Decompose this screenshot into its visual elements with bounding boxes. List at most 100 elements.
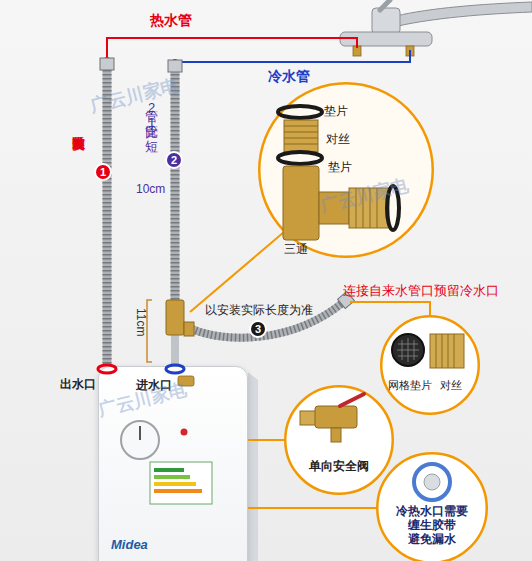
energy-bar: [154, 468, 184, 472]
node-circle: [381, 316, 479, 414]
hose-3: [192, 300, 346, 338]
part-label: 单向安全阀: [284, 459, 394, 473]
node-outline: [94, 163, 112, 181]
hose-1: [103, 70, 112, 366]
thread-lines: [284, 126, 318, 144]
energy-label: [150, 462, 212, 504]
zoom-circle: 垫片对丝垫片三通: [258, 82, 434, 258]
valve-lever: [340, 394, 364, 406]
hose-1-braid: [103, 70, 112, 366]
node-outline: [249, 320, 267, 338]
indicator-light: [181, 429, 188, 436]
length-note: 管2比管1短: [143, 100, 159, 130]
callout-number: 3: [249, 320, 267, 338]
hose-1-nut: [100, 58, 114, 70]
node-circle: [259, 83, 433, 257]
node-circle: [250, 321, 266, 337]
nipple: [284, 120, 318, 152]
hot-water-line: [107, 38, 357, 60]
dial-pointer: [139, 426, 141, 440]
dimension-label: 11cm: [134, 308, 148, 336]
washer: [278, 106, 322, 118]
leader-line: [190, 232, 284, 312]
faucet-hot-inlet: [353, 46, 361, 56]
leader-line: [350, 302, 430, 315]
connection-note: 连接自来水管口预留冷水口: [343, 283, 499, 299]
tee-branch: [184, 322, 194, 336]
part-label: 冷热水口需要 缠生胶带 避免漏水: [392, 504, 472, 546]
washer: [278, 152, 322, 164]
dimension-bracket: [147, 300, 152, 362]
energy-bar: [154, 489, 202, 493]
watermark: 广云川家电: [96, 378, 189, 421]
hose-3-braid: [192, 300, 346, 338]
pipe-label: 冷水管: [268, 68, 310, 85]
node-circle: [377, 453, 487, 561]
safety-valve-small: [178, 376, 194, 386]
pipe-label: 热水管: [150, 12, 192, 29]
node-outline: [258, 82, 434, 258]
part-label: 三通: [284, 242, 308, 256]
node-outline: [376, 452, 488, 561]
part-label: 对丝: [440, 379, 462, 392]
port-label: 进水口: [136, 378, 172, 392]
energy-bar: [154, 475, 190, 479]
side-nipple: [349, 188, 389, 228]
hot-line-dot: [104, 57, 110, 63]
hose-2: [171, 70, 180, 300]
thread-lines: [436, 334, 454, 368]
zoom-circle: 网格垫片对丝: [380, 315, 480, 415]
callout-number: 2: [165, 151, 183, 169]
dimension-label: 10cm: [136, 182, 165, 196]
thermostat-dial: [121, 421, 159, 459]
callout-number: 1: [94, 163, 112, 181]
mesh-washer: [392, 334, 424, 366]
port-label: 出水口: [60, 377, 96, 391]
leader-connector: [248, 507, 376, 509]
node-circle: [95, 164, 111, 180]
valve-outlet: [300, 411, 316, 425]
valve-drain: [331, 428, 341, 442]
hose-2-nut: [168, 60, 182, 72]
callout-number: 2: [165, 151, 183, 169]
node-circle: [285, 386, 393, 494]
water-heater: Midea: [98, 366, 248, 561]
node-outline: [380, 315, 480, 415]
zoom-circle: 冷热水口需要 缠生胶带 避免漏水: [376, 452, 488, 561]
part-label: 网格垫片: [388, 379, 432, 392]
short-pipe: [171, 334, 179, 366]
callout-number: 3: [249, 320, 267, 338]
hose-3-nut: [338, 292, 355, 309]
faucet-body: [372, 8, 400, 34]
hose-2-braid: [171, 70, 180, 300]
outlet-ring: [98, 365, 116, 373]
faucet-cold-inlet: [406, 46, 414, 56]
zoom-circle: 单向安全阀: [284, 385, 394, 495]
washer: [387, 186, 399, 230]
tee-side: [319, 192, 349, 224]
cold-water-line: [175, 50, 410, 62]
heater-side: [248, 372, 258, 561]
valve-body: [315, 406, 357, 428]
node-circle: [166, 152, 182, 168]
faucet-base: [340, 32, 432, 46]
callout-number: 1: [94, 163, 112, 181]
energy-bar: [154, 482, 196, 486]
ptfe-tape: [414, 464, 450, 500]
inlet-ring: [166, 365, 184, 373]
node-outline: [284, 385, 394, 495]
faucet-spout: [396, 2, 532, 26]
leader-connector: [248, 439, 284, 441]
length-note: 以安装实际长度为准: [205, 303, 313, 317]
tee-fitting: [166, 300, 184, 335]
cold-line-dot: [172, 59, 178, 65]
faucet-handle: [380, 0, 390, 10]
tee-body: [283, 166, 319, 240]
nipple: [430, 334, 464, 368]
watermark: 广云川家电: [318, 174, 411, 217]
